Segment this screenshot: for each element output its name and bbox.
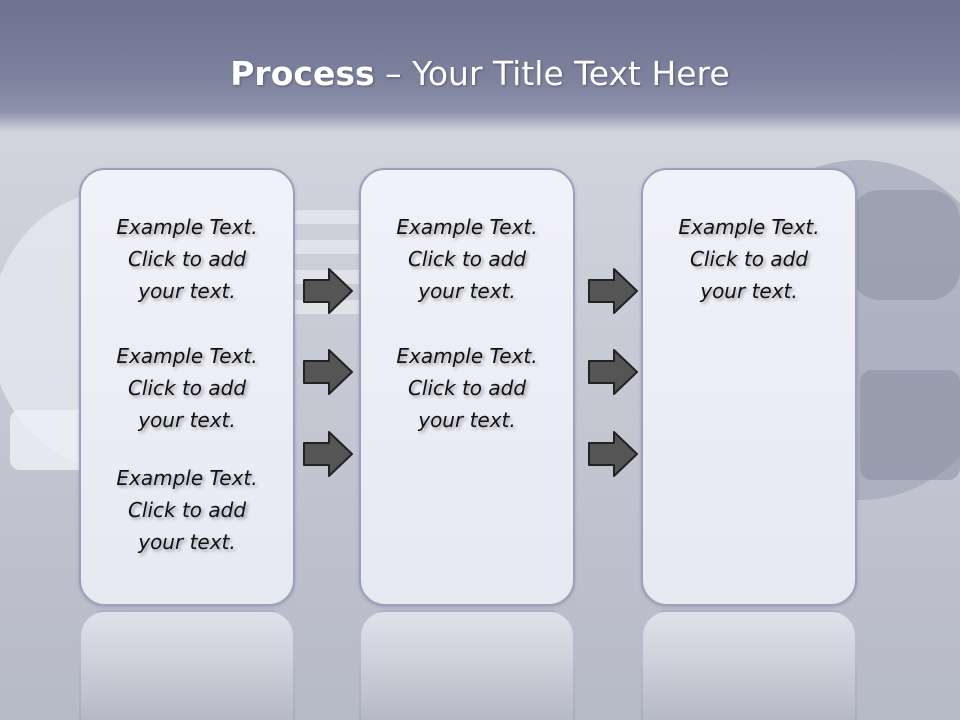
panel-1-text-2[interactable]: Example Text. Click to add your text. — [116, 344, 258, 432]
title-bold-part: Process — [230, 54, 375, 93]
title-band — [0, 0, 960, 132]
panel-3-reflection — [641, 610, 857, 720]
arrow-right-icon — [588, 268, 638, 314]
arrow-right-icon — [588, 431, 638, 477]
arrow-right-icon — [588, 349, 638, 395]
panel-2-reflection — [359, 610, 575, 720]
panel-1-reflection — [79, 610, 295, 720]
process-panel-2[interactable] — [359, 168, 575, 606]
arrow-right-icon — [303, 268, 353, 314]
panel-1-text-1[interactable]: Example Text. Click to add your text. — [116, 215, 258, 303]
panel-1-text-3[interactable]: Example Text. Click to add your text. — [116, 466, 258, 554]
title-rest-part: – Your Title Text Here — [374, 54, 730, 93]
panel-2-text-2[interactable]: Example Text. Click to add your text. — [396, 344, 538, 432]
panel-2-text-1[interactable]: Example Text. Click to add your text. — [396, 215, 538, 303]
panel-3-text-1[interactable]: Example Text. Click to add your text. — [678, 215, 820, 303]
arrow-right-icon — [303, 349, 353, 395]
slide-title[interactable]: Process – Your Title Text Here — [0, 52, 960, 96]
arrow-right-icon — [303, 431, 353, 477]
process-panel-3[interactable] — [641, 168, 857, 606]
process-panel-1[interactable] — [79, 168, 295, 606]
